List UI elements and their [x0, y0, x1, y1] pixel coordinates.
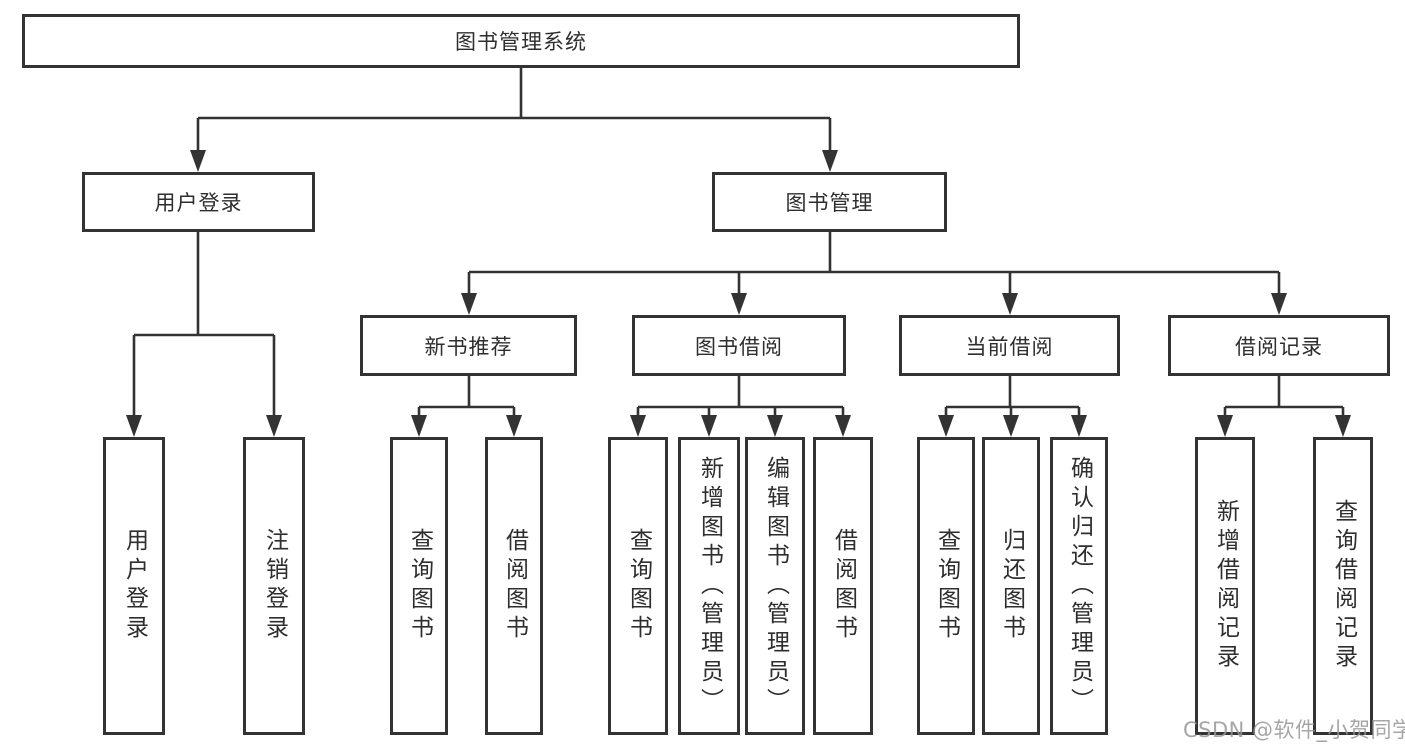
node-label: 查询图书	[625, 528, 652, 644]
node-label: 借阅图书	[830, 528, 857, 644]
node-label: 图书管理	[785, 191, 874, 215]
leaf-query-books-recommend: 查询图书	[390, 437, 448, 735]
node-book-management: 图书管理	[712, 172, 947, 232]
node-root: 图书管理系统	[22, 14, 1020, 68]
node-label: 归还图书	[998, 528, 1025, 644]
node-label: 当前借阅	[965, 334, 1054, 359]
node-label: 查询图书	[406, 528, 433, 644]
node-label: 用户登录	[154, 191, 243, 215]
leaf-query-books-current: 查询图书	[917, 437, 975, 735]
leaf-return-books: 归还图书	[982, 437, 1040, 735]
node-user-login: 用户登录	[82, 172, 315, 232]
node-new-book-recommend: 新书推荐	[360, 315, 577, 376]
watermark: CSDN @软件_小贺同学	[1183, 718, 1405, 742]
node-label: 编辑图书（管理员）	[762, 455, 789, 717]
leaf-add-book-admin: 新增图书（管理员）	[678, 437, 740, 735]
node-label: 查询借阅记录	[1330, 499, 1357, 673]
leaf-user-login: 用户登录	[103, 437, 165, 735]
node-label: 图书管理系统	[455, 30, 587, 54]
leaf-edit-book-admin: 编辑图书（管理员）	[745, 437, 805, 735]
node-label: 确认归还（管理员）	[1066, 455, 1093, 717]
node-borrowing-records: 借阅记录	[1168, 315, 1390, 376]
leaf-borrow-books-borrowing: 借阅图书	[813, 437, 873, 735]
leaf-logout: 注销登录	[243, 437, 305, 735]
node-label: 用户登录	[121, 528, 148, 644]
leaf-borrow-books-recommend: 借阅图书	[485, 437, 543, 735]
leaf-query-books-borrowing: 查询图书	[608, 437, 668, 735]
node-current-borrowing: 当前借阅	[899, 315, 1120, 376]
leaf-confirm-return-admin: 确认归还（管理员）	[1050, 437, 1108, 735]
node-label: 新书推荐	[424, 334, 513, 359]
leaf-query-borrow-record: 查询借阅记录	[1313, 437, 1373, 735]
arrowhead-group	[126, 150, 1351, 437]
node-book-borrowing: 图书借阅	[632, 315, 846, 376]
node-label: 借阅记录	[1235, 334, 1323, 359]
node-label: 图书借阅	[695, 334, 783, 359]
leaf-add-borrow-record: 新增借阅记录	[1195, 437, 1255, 735]
node-label: 新增借阅记录	[1212, 499, 1239, 673]
node-label: 注销登录	[261, 528, 288, 644]
node-label: 借阅图书	[501, 528, 528, 644]
node-label: 查询图书	[933, 528, 960, 644]
node-label: 新增图书（管理员）	[696, 455, 723, 717]
